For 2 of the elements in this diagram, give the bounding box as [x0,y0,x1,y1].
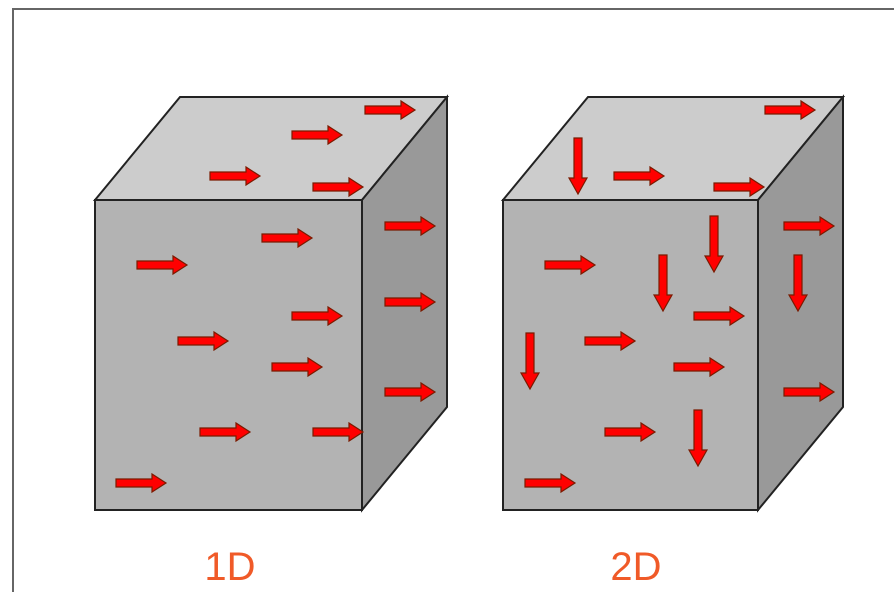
panel-label: 1D [203,545,257,589]
panel-label: 2D [609,545,663,589]
